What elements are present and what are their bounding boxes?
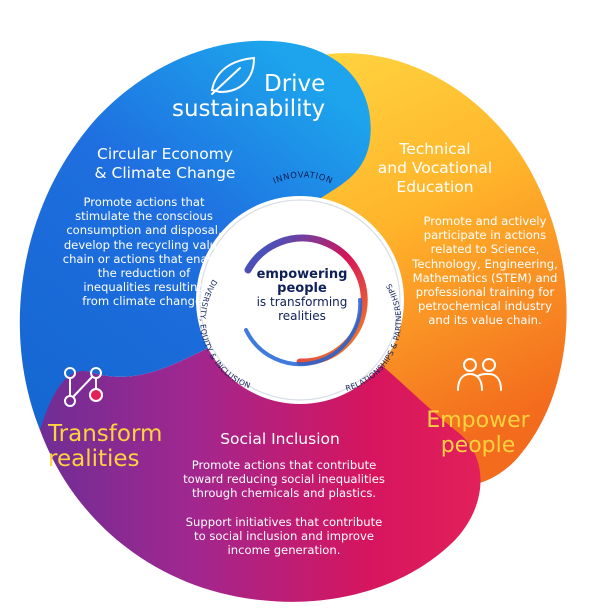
transform-title-line2: realities bbox=[48, 446, 140, 472]
people-icon bbox=[457, 358, 502, 391]
leaf-icon bbox=[210, 56, 256, 95]
center-strong: empowering people bbox=[256, 267, 348, 296]
social-text: Promote actions that contribute toward r… bbox=[183, 458, 385, 558]
circular-text: Promote actions that stimulate the consc… bbox=[62, 195, 226, 309]
drive-title-line1: Drive bbox=[264, 71, 326, 97]
circular-title: Circular Economy & Climate Change bbox=[94, 145, 236, 182]
technical-text: Promote and actively participate in acti… bbox=[412, 214, 558, 328]
drive-title-line2: sustainability bbox=[172, 96, 326, 122]
center-light: is transforming realities bbox=[256, 295, 348, 323]
center-swirl-inner bbox=[244, 298, 363, 367]
blue-segment bbox=[19, 40, 371, 430]
empower-title: Empower people bbox=[418, 408, 538, 458]
drive-title: Drive sustainability bbox=[172, 72, 332, 122]
orange-segment bbox=[300, 53, 567, 487]
center-disc bbox=[232, 232, 368, 368]
empower-title-line2: people bbox=[440, 433, 516, 458]
center-text: empowering people is transforming realit… bbox=[232, 268, 372, 323]
transform-title-line1: Transform bbox=[48, 421, 163, 447]
network-icon bbox=[64, 367, 103, 407]
transform-title: Transform realities bbox=[48, 422, 188, 472]
center-ring-border bbox=[199, 199, 401, 401]
empower-title-line1: Empower bbox=[426, 408, 530, 433]
social-title: Social Inclusion bbox=[220, 430, 340, 448]
technical-title: Technical and Vocational Education bbox=[377, 140, 493, 196]
